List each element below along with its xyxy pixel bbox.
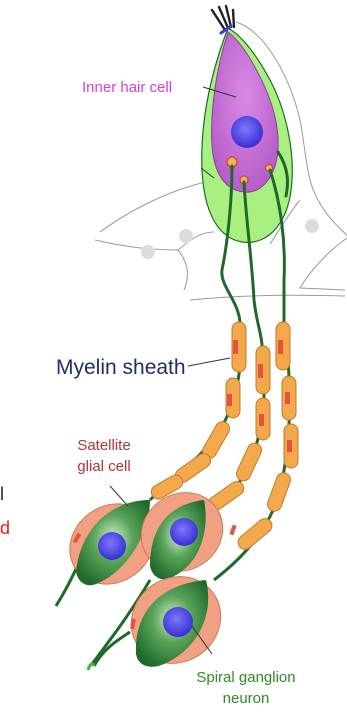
nucleus-icon xyxy=(98,532,126,560)
edge-fragment-text: d xyxy=(0,518,10,538)
supporting-cell-nucleus xyxy=(141,245,155,259)
spiral-ganglion-label-line2: neuron xyxy=(223,690,270,707)
spiral-ganglion-label-line1: Spiral ganglion xyxy=(196,669,295,686)
nucleus-icon xyxy=(163,607,193,637)
inner-hair-cell-label: Inner hair cell xyxy=(82,79,172,96)
myelin-sheath-label: Myelin sheath xyxy=(56,356,186,379)
edge-fragment-text: l xyxy=(0,484,4,504)
leader-line xyxy=(110,486,128,506)
supporting-cell-nucleus xyxy=(305,219,319,233)
supporting-cell-nucleus xyxy=(179,229,193,243)
satellite-glial-label-line1: Satellite xyxy=(77,437,130,454)
leader-line xyxy=(188,358,230,366)
neuron-soma-icon xyxy=(54,477,238,681)
satellite-glial-label-line2: glial cell xyxy=(77,458,130,475)
nucleus-icon xyxy=(231,116,263,148)
nucleus-icon xyxy=(170,518,198,546)
